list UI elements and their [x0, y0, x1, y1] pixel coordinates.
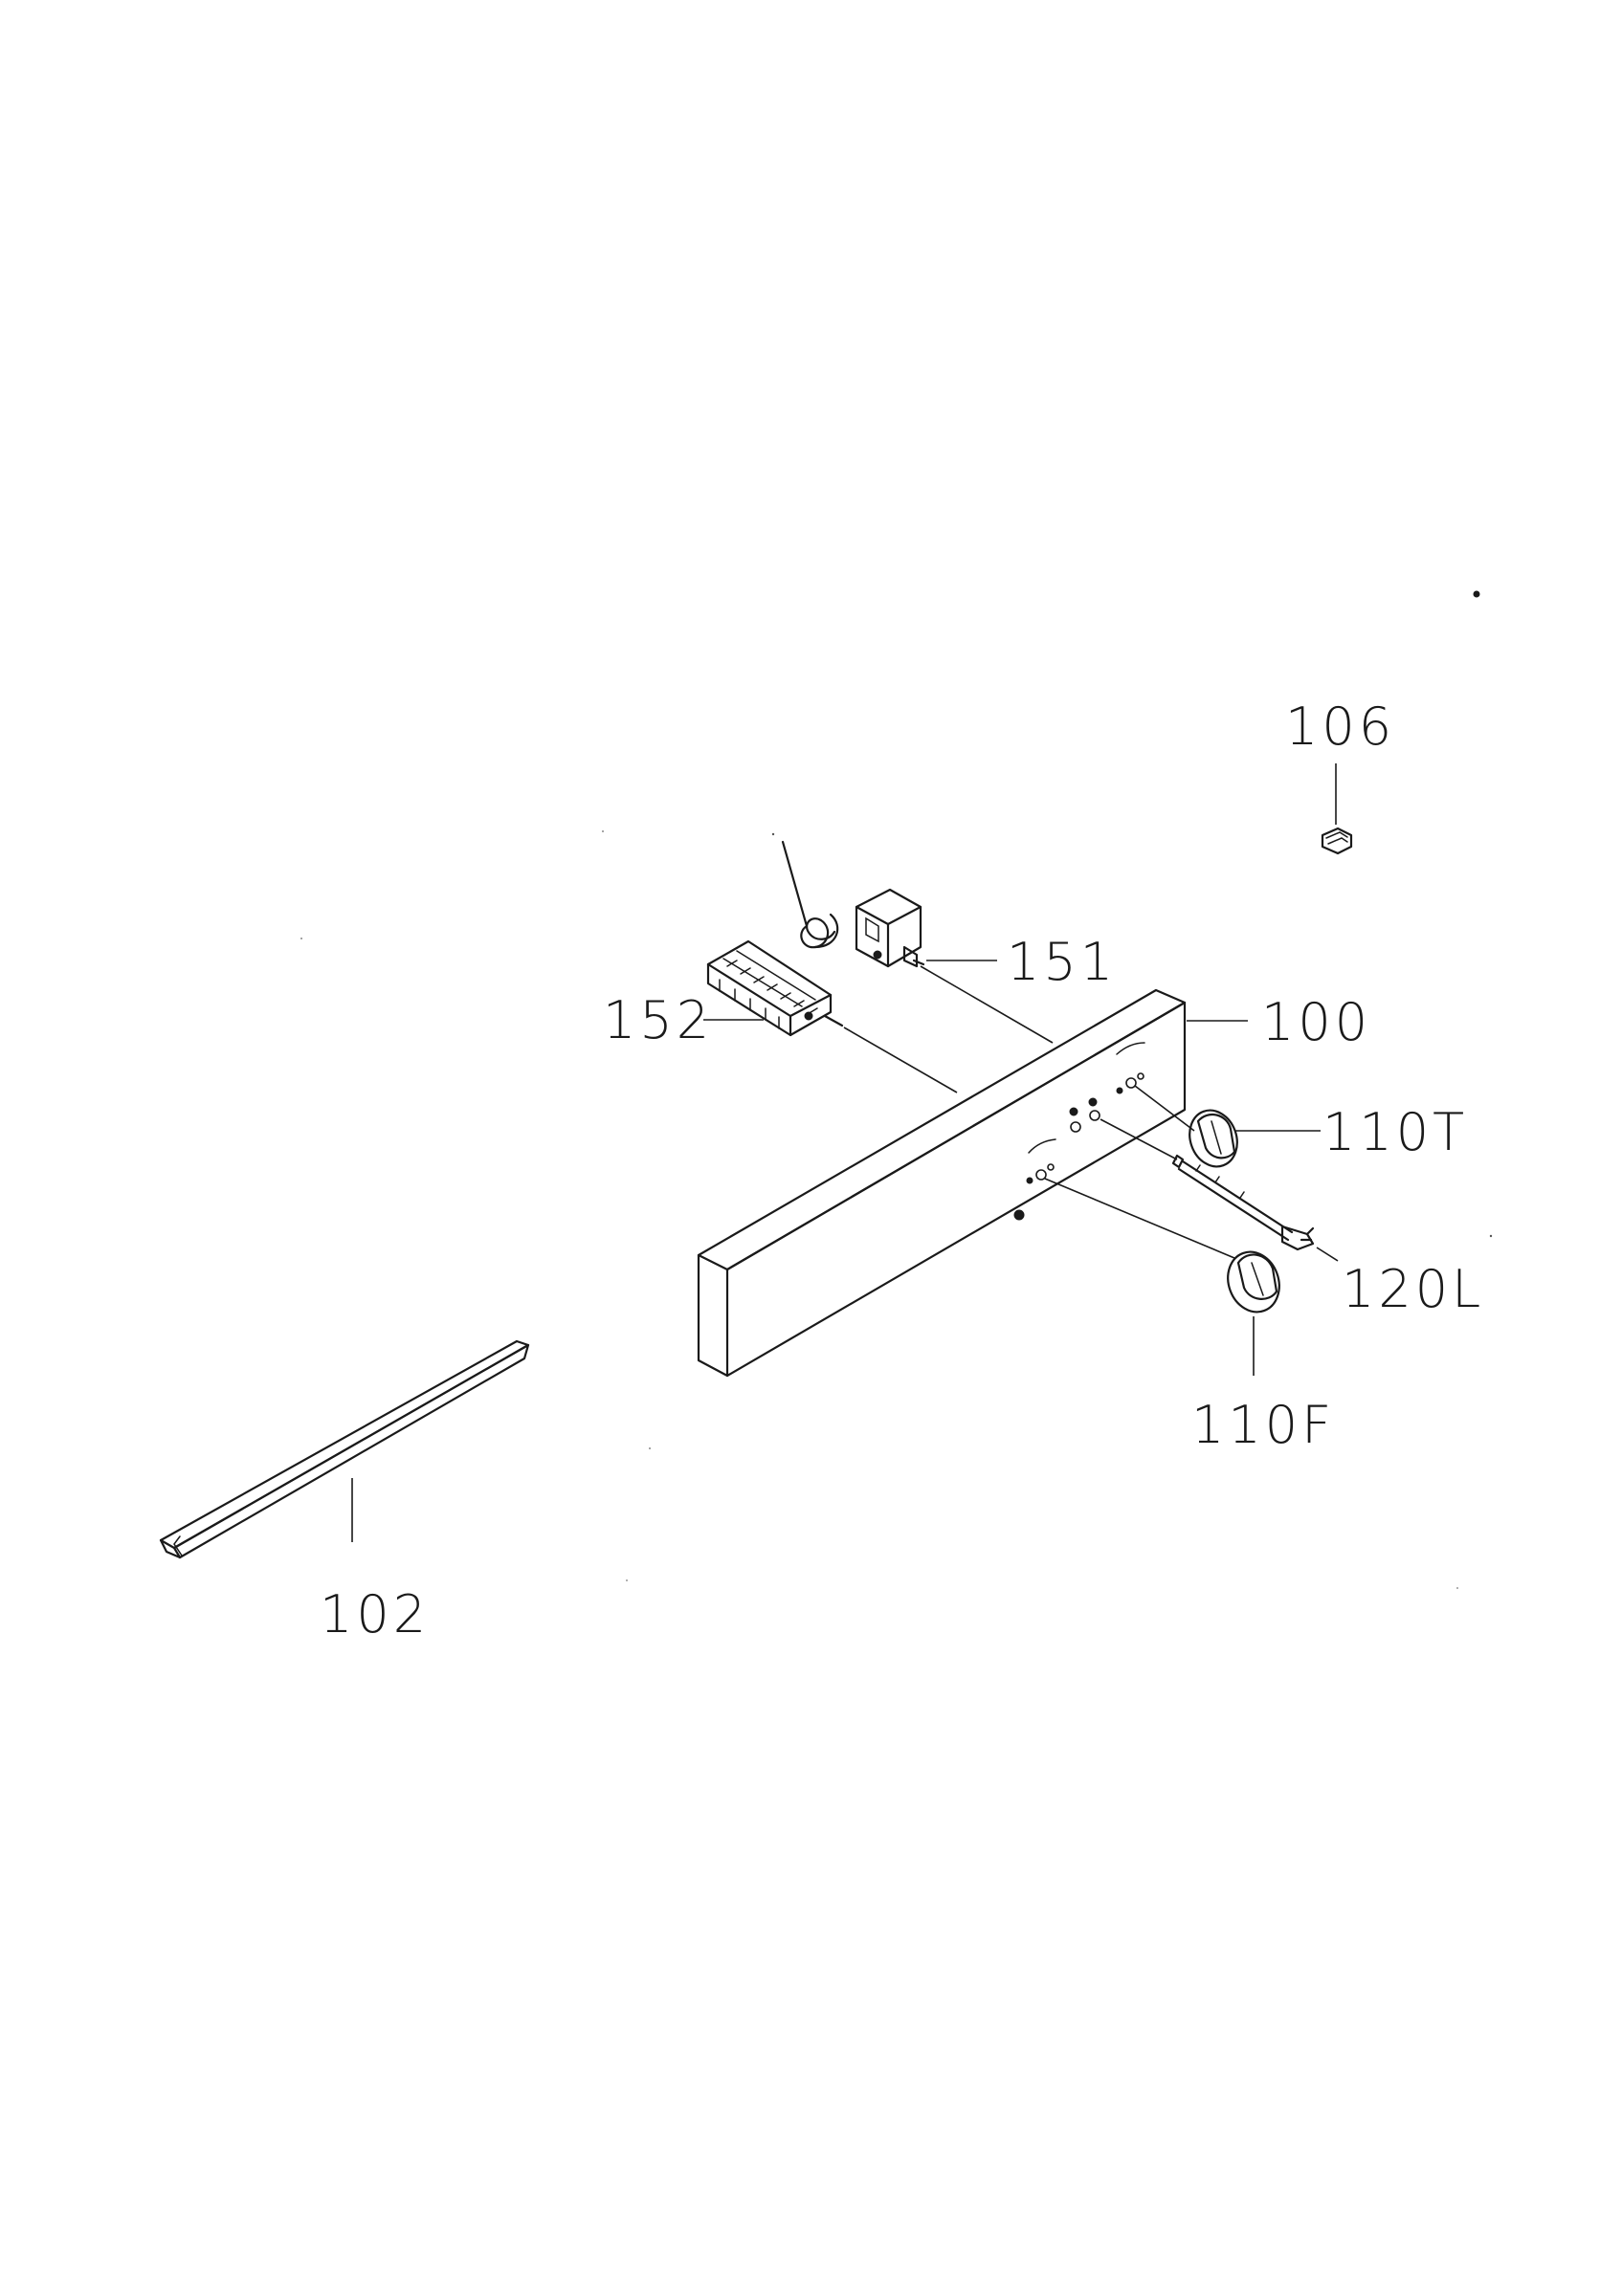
scan-specks [300, 590, 1493, 1589]
part-120L-lamp[interactable] [1100, 1118, 1339, 1262]
callout-152: 152 [603, 990, 713, 1050]
part-110T-knob[interactable] [1134, 1085, 1321, 1173]
callout-120L: 120L [1342, 1259, 1484, 1319]
callout-100: 100 [1261, 992, 1371, 1052]
part-100-control-panel[interactable] [697, 988, 1248, 1378]
callout-102: 102 [320, 1584, 430, 1645]
part-106-clip[interactable] [1321, 763, 1353, 855]
callout-110T: 110T [1322, 1102, 1468, 1162]
part-151-thermostat[interactable] [781, 840, 1054, 1044]
callout-106: 106 [1285, 696, 1395, 757]
callout-110F: 110F [1191, 1395, 1335, 1455]
callout-151: 151 [1007, 932, 1117, 992]
part-110F-knob[interactable] [1044, 1178, 1287, 1376]
part-152-terminal-block[interactable] [703, 939, 958, 1093]
part-102-trim-strip[interactable] [159, 1339, 530, 1559]
